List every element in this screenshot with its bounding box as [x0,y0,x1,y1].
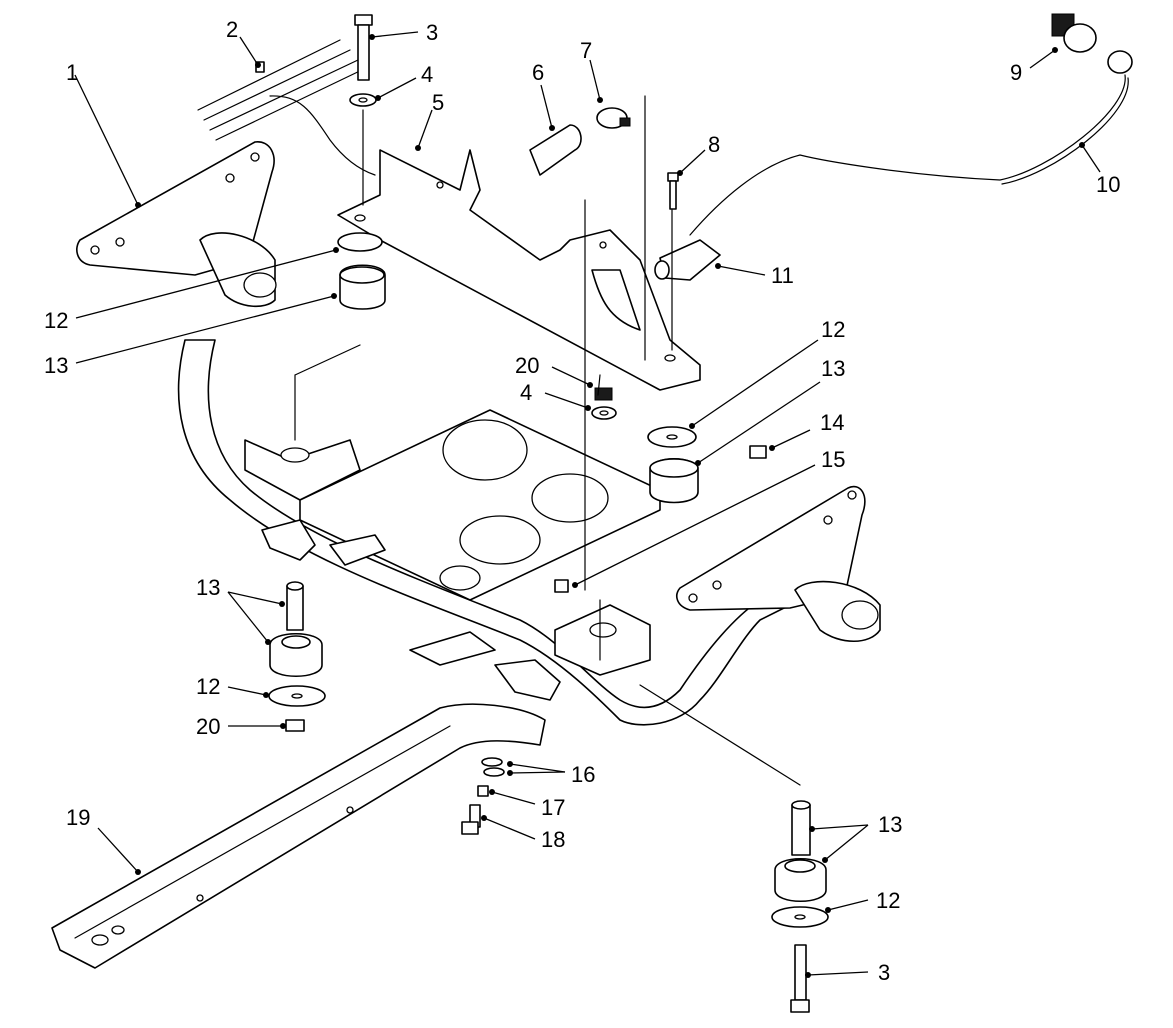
part-7-clamp [596,107,631,129]
callout-8: 8 [708,132,720,157]
callout-10: 10 [1096,172,1120,197]
callout-9: 9 [1010,60,1022,85]
callout-3-lower-right: 3 [878,960,890,985]
bushing-set-upper-left [337,232,386,310]
callout-12-lower-left: 12 [196,674,220,699]
part-1-left-mount-bracket [76,141,277,308]
callout-labels: 1 2 3 4 5 6 7 8 9 10 11 12 13 12 13 20 4… [44,17,1120,985]
part-3-bolt-top [354,14,373,81]
callout-6: 6 [532,60,544,85]
callout-12-upper-left: 12 [44,308,68,333]
callout-13-upper-left: 13 [44,353,68,378]
callout-17: 17 [541,795,565,820]
callout-13-upper-right: 13 [821,356,845,381]
callout-14: 14 [820,410,844,435]
callout-18: 18 [541,827,565,852]
part-18-bolt [461,804,481,835]
bushing-set-upper-right [647,426,699,504]
part-5-cross-bracket [337,149,701,391]
upper-frame-rails [197,39,376,176]
alignment-lines [294,95,801,786]
part-19-side-rail [51,703,546,969]
callout-4: 4 [421,62,433,87]
callout-20-lower-left: 20 [196,714,220,739]
callout-16: 16 [571,762,595,787]
callout-13-lower-right: 13 [878,812,902,837]
main-frame [177,339,791,726]
callout-1: 1 [66,60,78,85]
part-10-tube [689,74,1129,236]
callout-12-lower-right: 12 [876,888,900,913]
bushing-set-lower-right [771,800,829,1013]
callout-3: 3 [426,20,438,45]
part-16-washers [481,757,505,777]
part-14-nut [749,445,767,459]
callout-5: 5 [432,90,444,115]
callout-15: 15 [821,447,845,472]
part-11-connector [654,239,721,281]
part-15-right-mount-bracket [554,485,881,642]
part-4-washer-center [591,406,617,420]
part-4-washer-top [349,93,377,107]
callout-2: 2 [226,17,238,42]
callout-11: 11 [771,263,794,288]
bushing-set-lower-left [268,581,326,732]
callout-4-center: 4 [520,380,532,405]
callout-20-center: 20 [515,353,539,378]
callout-19: 19 [66,805,90,830]
part-20-nut-center [594,387,613,401]
part-17-spacer [477,785,489,797]
callout-13-lower-left: 13 [196,575,220,600]
callout-12-upper-right: 12 [821,317,845,342]
callout-7: 7 [580,38,592,63]
part-8-bolt [667,172,679,210]
leader-lines [74,31,1101,978]
part-9-fitting [1051,13,1133,74]
part-6-hose [529,124,582,176]
